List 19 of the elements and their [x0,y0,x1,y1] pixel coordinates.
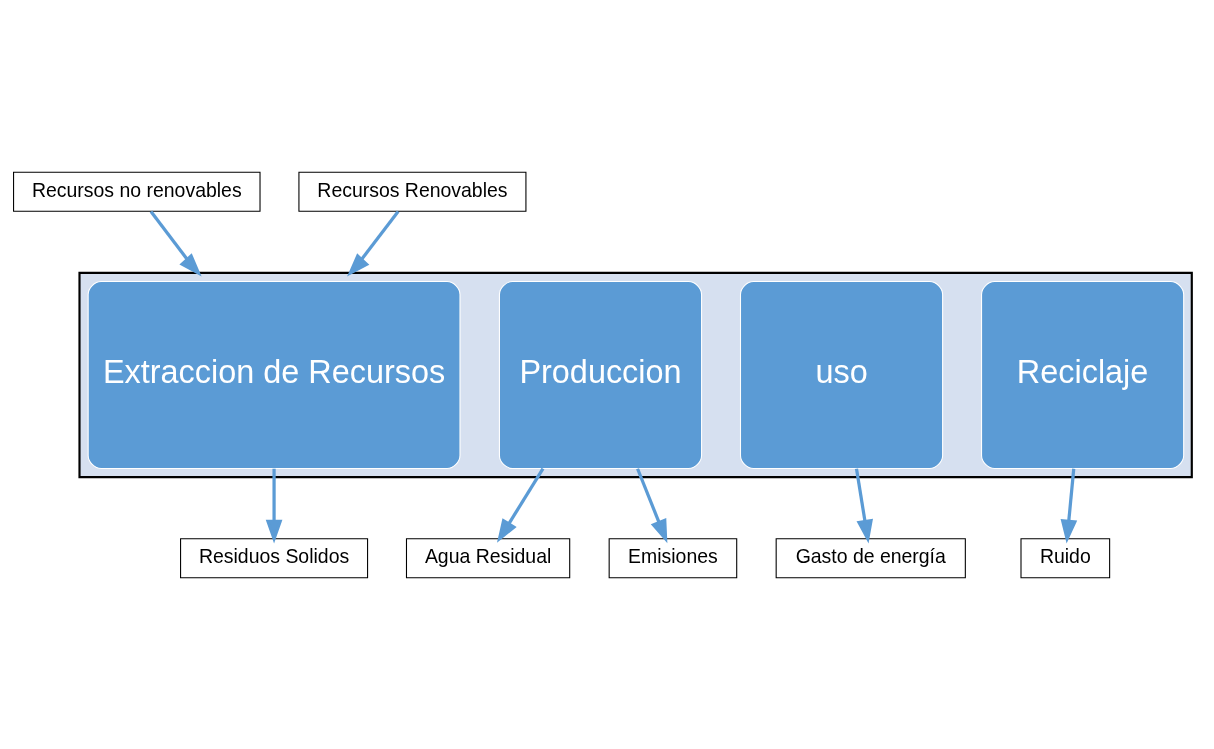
node-box: Agua Residual [405,537,571,578]
arrow [347,210,400,276]
node-box: Extraccion de Recursos [87,280,461,469]
node-box: Recursos no renovables [13,171,261,212]
node-box: Reciclaje [981,280,1185,469]
arrow [497,467,545,543]
cluster [78,271,1193,478]
arrow [636,467,668,543]
node-box: Gasto de energía [775,537,966,578]
node-box: uso [739,280,944,469]
arrow [265,468,283,544]
arrow [854,467,873,543]
node-box: Produccion [498,280,703,469]
arrow [149,210,202,276]
node-box: Ruido [1020,537,1111,578]
node-box: Residuos Solidos [180,537,369,578]
node-box: Emisiones [608,537,738,578]
node-box: Recursos Renovables [298,171,527,212]
arrow [1060,468,1078,544]
